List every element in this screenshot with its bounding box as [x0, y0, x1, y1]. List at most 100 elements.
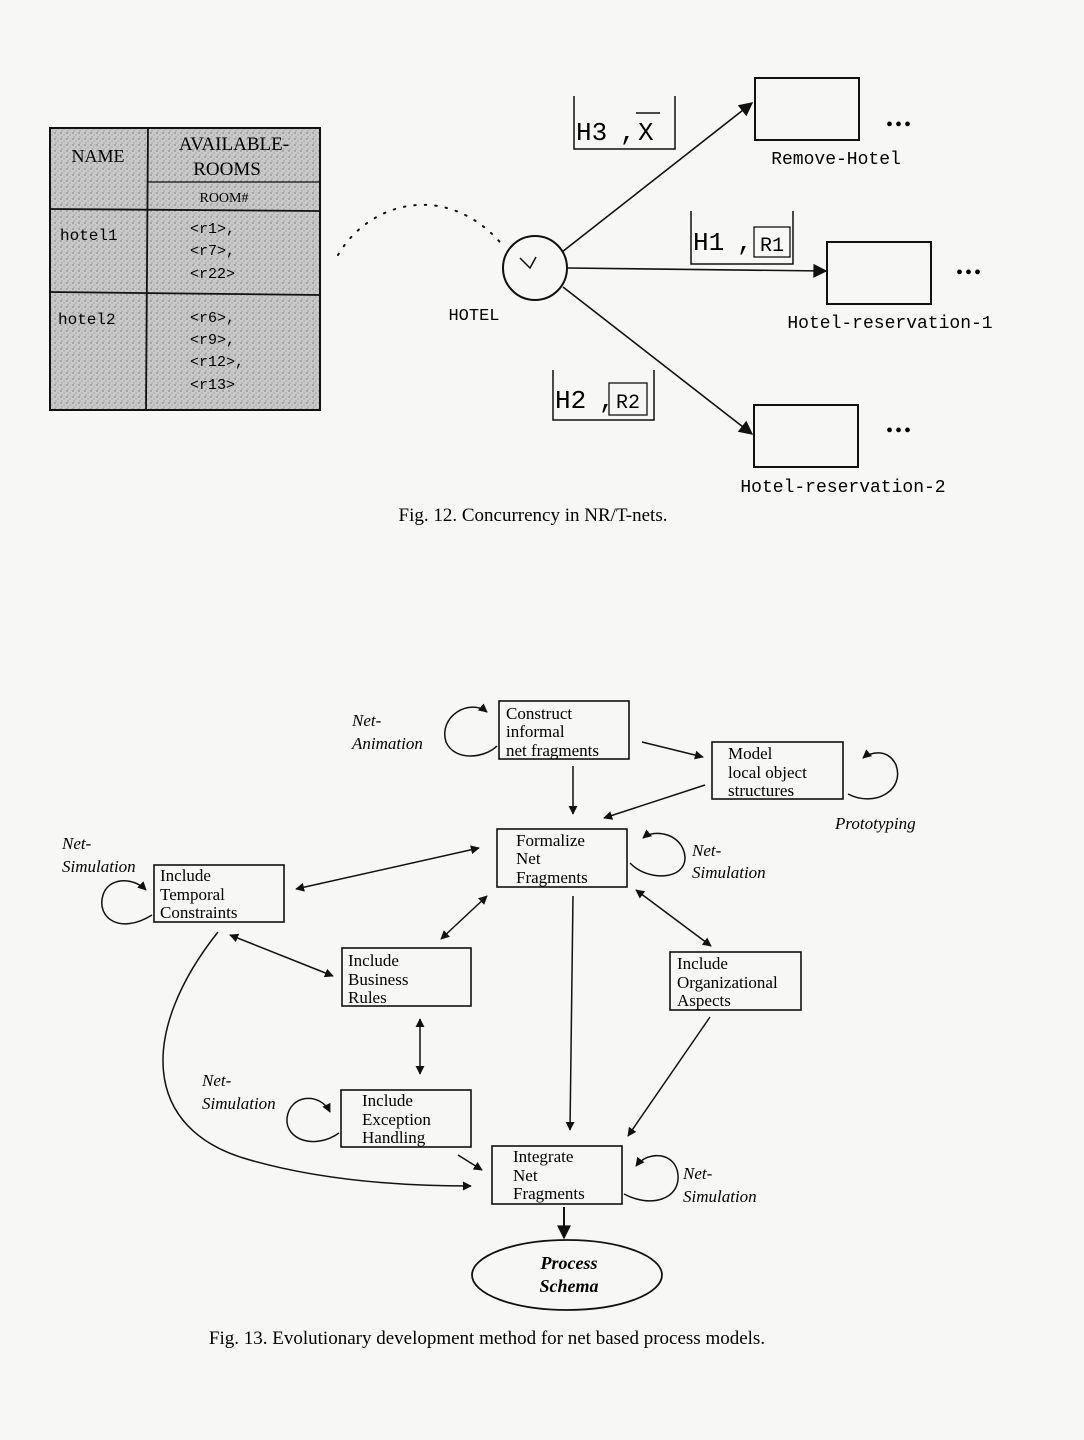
svg-text:Exception: Exception: [362, 1110, 431, 1129]
hotel-place-label: HOTEL: [448, 307, 499, 326]
svg-text:Process: Process: [540, 1253, 598, 1273]
svg-text:Constraints: Constraints: [160, 903, 237, 922]
transition-reservation-2: [753, 404, 859, 468]
svg-text:Organizational: Organizational: [677, 973, 778, 992]
svg-text:Business: Business: [348, 970, 408, 989]
loop-label: Net-: [351, 711, 382, 730]
arrow-business-formalize: [440, 895, 488, 940]
arc-to-reservation-2: [562, 286, 754, 435]
svg-text:Construct: Construct: [506, 704, 572, 723]
table-header-rooms: ROOMS: [193, 159, 261, 180]
process-schema-node: Process Schema: [471, 1239, 663, 1311]
loop-label: Net-: [61, 834, 92, 853]
loop-label: Simulation: [683, 1187, 757, 1206]
svg-text:R2: R2: [616, 392, 640, 415]
svg-text:Fragments: Fragments: [513, 1184, 585, 1203]
arrow-exception-to-integrate: [457, 1154, 483, 1171]
svg-text:,: ,: [737, 228, 753, 258]
transition-label: Remove-Hotel: [771, 150, 901, 170]
svg-text:Include: Include: [677, 954, 728, 973]
arc-label-top: H3 , X: [573, 96, 676, 150]
table-cell-room: <r1>,: [190, 221, 235, 238]
ellipsis: •••: [956, 262, 983, 284]
table-cell-room: <r13>: [190, 377, 235, 394]
arc-label-bottom: H2 , R2: [552, 370, 655, 421]
svg-text:Fragments: Fragments: [516, 868, 588, 887]
arrow-formalize-organizational: [635, 889, 712, 947]
svg-text:informal: informal: [506, 722, 565, 741]
svg-text:net fragments: net fragments: [506, 741, 599, 760]
table-row-divider: [49, 291, 321, 296]
loop-sim-formalize: [629, 829, 686, 877]
loop-label: Net-: [682, 1164, 713, 1183]
box-construct: Construct informal net fragments: [498, 700, 630, 760]
transition-remove-hotel: [754, 77, 860, 141]
svg-text:Net: Net: [513, 1166, 538, 1185]
dotted-link-arc: [337, 203, 506, 256]
arrow-formalize-to-integrate: [565, 895, 575, 1131]
table-cell-room: <r6>,: [190, 310, 235, 327]
loop-label: Simulation: [692, 863, 766, 882]
arc-to-remove-hotel: [561, 102, 754, 253]
svg-text:Temporal: Temporal: [160, 885, 225, 904]
loop-sim-temporal: [101, 880, 153, 925]
svg-text:H3: H3: [576, 118, 607, 148]
table-frame: [49, 127, 321, 411]
ellipsis: •••: [886, 114, 913, 136]
table-cell-room: <r7>,: [190, 243, 235, 260]
svg-text:Rules: Rules: [348, 988, 387, 1007]
arrow-organizational-to-integrate: [627, 1016, 711, 1137]
loop-net-animation: [444, 703, 498, 757]
arc-label-middle: H1 , R1: [690, 211, 794, 265]
table-cell-room: <r22>: [190, 266, 235, 283]
fig12-diagram: NAME AVAILABLE- ROOMS ROOM# hotel1 <r1>,…: [49, 77, 993, 526]
loop-label: Simulation: [62, 857, 136, 876]
loop-prototyping: [847, 749, 899, 800]
loop-labels: Net- Animation Prototyping Net- Simulati…: [61, 711, 916, 1206]
ellipsis: •••: [886, 420, 913, 442]
box-organizational: Include Organizational Aspects: [669, 951, 802, 1011]
box-formalize: Formalize Net Fragments: [496, 828, 628, 888]
svg-text:H1: H1: [693, 228, 724, 258]
box-exception: Include Exception Handling: [340, 1089, 472, 1148]
svg-text:Net: Net: [516, 849, 541, 868]
loop-label: Net-: [691, 841, 722, 860]
svg-text:,: ,: [620, 118, 636, 148]
table-cell-room: <r12>,: [190, 354, 244, 371]
table-header-divider: [49, 208, 321, 212]
table-header-available: AVAILABLE-: [179, 134, 289, 155]
box-integrate: Integrate Net Fragments: [491, 1145, 623, 1205]
arrow-construct-to-model: [641, 741, 704, 760]
table-cell-name: hotel1: [60, 227, 118, 245]
svg-text:Handling: Handling: [362, 1128, 426, 1147]
table-cell-room: <r9>,: [190, 332, 235, 349]
fig12-caption: Fig. 12. Concurrency in NR/T-nets.: [399, 505, 668, 526]
arrow-temporal-business: [229, 933, 334, 978]
svg-text:X: X: [638, 118, 654, 148]
place-token-mark: [519, 256, 537, 270]
transition-label: Hotel-reservation-2: [740, 478, 945, 498]
svg-text:R1: R1: [760, 235, 784, 258]
box-model: Model local object structures: [711, 741, 844, 800]
svg-text:structures: structures: [728, 781, 794, 800]
svg-text:Include: Include: [160, 866, 211, 885]
svg-text:Aspects: Aspects: [677, 991, 731, 1010]
transition-label: Hotel-reservation-1: [787, 314, 992, 334]
svg-text:Model: Model: [728, 744, 773, 763]
arrow-temporal-to-integrate: [162, 931, 472, 1191]
box-temporal: Include Temporal Constraints: [153, 864, 285, 923]
svg-text:Formalize: Formalize: [516, 831, 585, 850]
table-col-divider: [145, 127, 149, 411]
svg-text:Include: Include: [362, 1091, 413, 1110]
arrow-model-to-formalize: [603, 784, 706, 820]
svg-text:,: ,: [599, 386, 615, 416]
svg-text:local object: local object: [728, 763, 807, 782]
table-header-room-number: ROOM#: [199, 191, 248, 206]
transition-reservation-1: [826, 241, 932, 305]
svg-text:Include: Include: [348, 951, 399, 970]
table-cell-name: hotel2: [58, 311, 116, 329]
loop-label: Animation: [351, 734, 423, 753]
fig13-caption: Fig. 13. Evolutionary development method…: [209, 1328, 765, 1349]
arrow-temporal-formalize: [295, 845, 480, 892]
